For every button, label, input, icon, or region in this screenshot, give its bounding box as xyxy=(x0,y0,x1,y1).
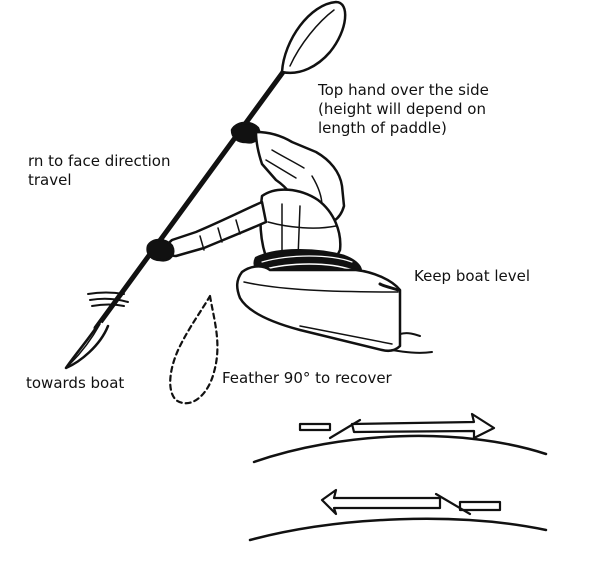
paddle-icon xyxy=(64,0,347,370)
kayak-icon xyxy=(236,265,433,354)
top-hand-label: Top hand over the side (height will depe… xyxy=(318,81,489,138)
paddler-icon xyxy=(146,121,363,282)
turn-line-2: travel xyxy=(28,171,72,189)
towards-boat-label: towards boat xyxy=(26,374,125,392)
water-line-icon xyxy=(248,517,548,542)
feather-label: Feather 90° to recover xyxy=(222,369,392,387)
top-hand-line-1: Top hand over the side xyxy=(318,81,489,99)
stroke-arrow-back-icon xyxy=(320,488,502,516)
top-hand-line-2: (height will depend on xyxy=(318,100,486,118)
feather-loop-icon xyxy=(169,294,219,405)
water-line-icon xyxy=(252,434,548,464)
upper-stroke-diagram xyxy=(252,412,548,464)
top-hand-line-3: length of paddle) xyxy=(318,119,447,137)
keep-boat-level-label: Keep boat level xyxy=(414,267,531,285)
lower-stroke-diagram xyxy=(248,488,548,542)
turn-line-1: rn to face direction xyxy=(28,152,171,170)
splash-icon xyxy=(87,291,129,307)
stroke-arrow-forward-icon xyxy=(298,412,496,440)
turn-label: rn to face direction travel xyxy=(28,152,170,190)
